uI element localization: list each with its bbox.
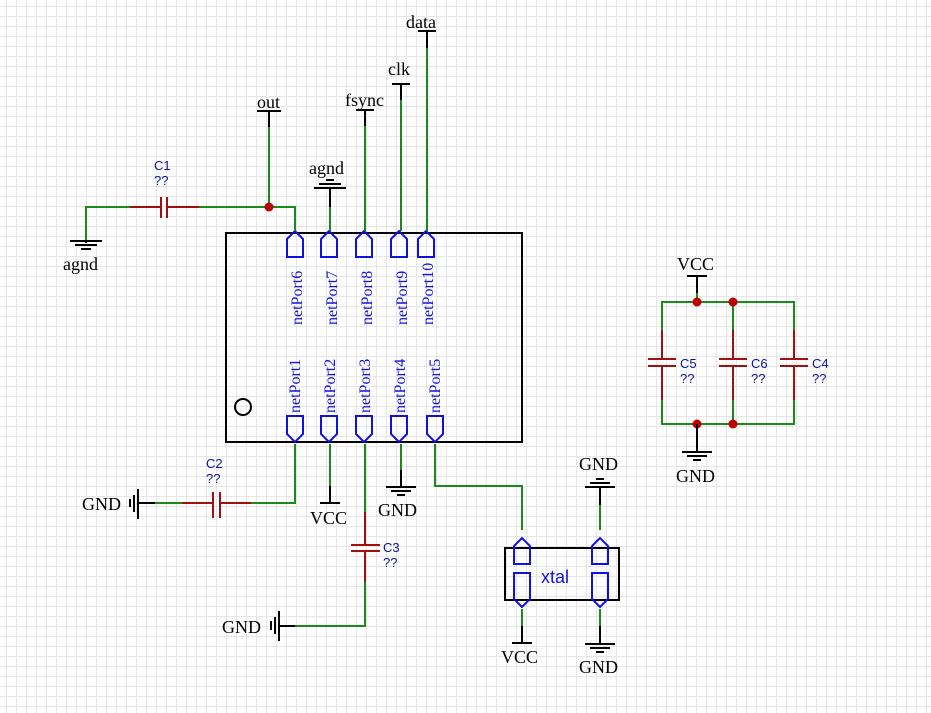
pin1-marker bbox=[234, 398, 252, 416]
c1-ref: C1 bbox=[154, 158, 171, 173]
capacitor-c3[interactable] bbox=[351, 512, 380, 582]
ic-body[interactable] bbox=[225, 232, 523, 443]
net-label-gnd: GND bbox=[579, 657, 618, 677]
pin-label: netPort7 bbox=[324, 271, 341, 325]
junction-dot bbox=[728, 297, 738, 307]
bottom-pin-labels: netPort1 netPort2 netPort3 netPort4 netP… bbox=[287, 359, 444, 413]
ground-icon bbox=[386, 470, 416, 496]
pin-netport4[interactable] bbox=[390, 415, 408, 444]
wire[interactable] bbox=[251, 444, 296, 504]
net-label-gnd: GND bbox=[222, 617, 261, 637]
net-label-gnd: GND bbox=[82, 494, 121, 514]
pin-netport9[interactable] bbox=[390, 229, 408, 258]
c4-value: ?? bbox=[812, 371, 826, 386]
wire[interactable] bbox=[85, 206, 130, 243]
c5-ref: C5 bbox=[680, 356, 697, 371]
c6-ref: C6 bbox=[751, 356, 768, 371]
c5-value: ?? bbox=[680, 371, 694, 386]
pin-label: netPort4 bbox=[392, 359, 409, 413]
pin-label: netPort2 bbox=[322, 359, 339, 413]
bottom-pins bbox=[286, 415, 444, 444]
xtal-pin[interactable] bbox=[513, 572, 531, 609]
pin-netport1[interactable] bbox=[286, 415, 304, 444]
net-label-gnd: GND bbox=[378, 500, 417, 520]
c4-ref: C4 bbox=[812, 356, 829, 371]
c2-ref: C2 bbox=[206, 456, 223, 471]
c6-value: ?? bbox=[751, 371, 765, 386]
capacitor-c5[interactable] bbox=[648, 330, 676, 400]
pin-label: netPort8 bbox=[359, 271, 376, 325]
ground-icon bbox=[585, 626, 615, 653]
wire[interactable] bbox=[199, 206, 296, 231]
xtal-pin[interactable] bbox=[513, 536, 531, 565]
wire[interactable] bbox=[434, 444, 523, 530]
c3-ref: C3 bbox=[383, 540, 400, 555]
top-pins bbox=[286, 229, 435, 258]
capacitor-c1[interactable] bbox=[130, 197, 199, 218]
net-label-data: data bbox=[406, 12, 436, 32]
pin-label: netPort1 bbox=[287, 359, 304, 413]
net-label-agnd: agnd bbox=[63, 254, 98, 274]
crystal-label: xtal bbox=[541, 567, 569, 587]
wire[interactable] bbox=[661, 400, 795, 425]
net-label-gnd: GND bbox=[676, 466, 715, 486]
net-label-agnd-top: agnd bbox=[309, 158, 344, 178]
net-label-clk: clk bbox=[388, 59, 410, 79]
wire[interactable] bbox=[661, 301, 795, 330]
net-label-gnd: GND bbox=[579, 454, 618, 474]
pin-netport5[interactable] bbox=[426, 415, 444, 444]
pin-label: netPort6 bbox=[289, 271, 306, 325]
top-pin-labels: netPort6 netPort7 netPort8 netPort9 netP… bbox=[289, 263, 437, 325]
pin-netport10[interactable] bbox=[417, 229, 435, 258]
ground-icon bbox=[129, 489, 155, 519]
c3-value: ?? bbox=[383, 555, 397, 570]
crystal-body[interactable] bbox=[504, 547, 620, 601]
junction-dot bbox=[692, 297, 702, 307]
pin-label: netPort5 bbox=[427, 359, 444, 413]
pin-label: netPort10 bbox=[420, 263, 437, 325]
capacitor-c4[interactable] bbox=[780, 330, 808, 400]
ground-icon bbox=[314, 179, 346, 207]
pin-label: netPort9 bbox=[394, 271, 411, 325]
c1-value: ?? bbox=[154, 173, 168, 188]
c2-value: ?? bbox=[206, 471, 220, 486]
xtal-pin[interactable] bbox=[591, 572, 609, 609]
net-label-vcc: VCC bbox=[501, 647, 538, 667]
ground-icon bbox=[70, 240, 102, 250]
pin-netport6[interactable] bbox=[286, 229, 304, 258]
pin-netport7[interactable] bbox=[320, 229, 338, 258]
net-label-out: out bbox=[257, 92, 280, 112]
capacitor-c6[interactable] bbox=[719, 330, 747, 400]
xtal-pin[interactable] bbox=[591, 536, 609, 565]
wire[interactable] bbox=[295, 582, 366, 627]
pin-netport2[interactable] bbox=[320, 415, 338, 444]
pin-netport3[interactable] bbox=[355, 415, 373, 444]
ground-icon bbox=[585, 478, 615, 505]
net-label-vcc: VCC bbox=[310, 508, 347, 528]
pin-netport8[interactable] bbox=[355, 229, 373, 258]
pin-label: netPort3 bbox=[357, 359, 374, 413]
net-label-fsync: fsync bbox=[345, 90, 384, 110]
junction-dot bbox=[264, 202, 274, 212]
ground-icon bbox=[682, 424, 712, 461]
ground-icon bbox=[270, 611, 295, 641]
capacitor-c2[interactable] bbox=[182, 492, 251, 518]
net-label-vcc: VCC bbox=[677, 254, 714, 274]
junction-dot bbox=[728, 419, 738, 429]
